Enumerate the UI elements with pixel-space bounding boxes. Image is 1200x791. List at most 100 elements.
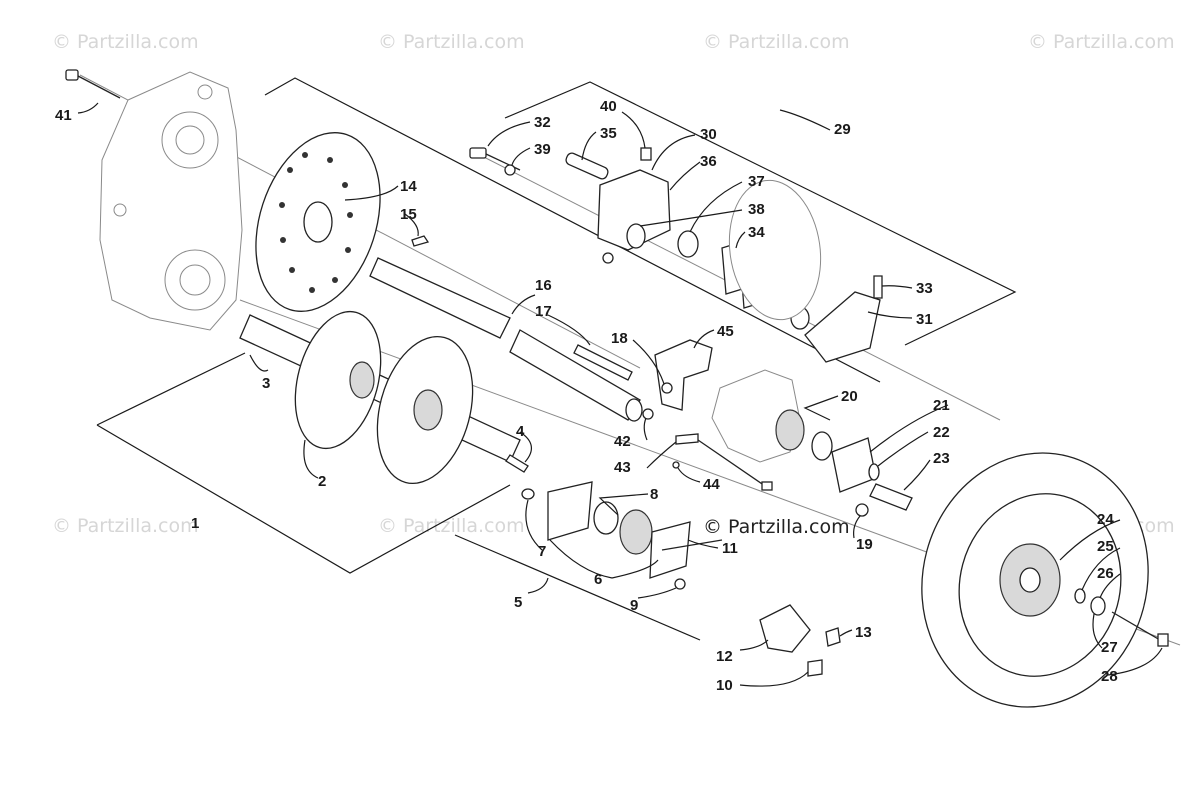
leader-22 (877, 431, 929, 467)
outline-driveshaft-left (96, 352, 246, 426)
leader-26 (1099, 573, 1121, 599)
leader-33 (881, 285, 913, 289)
outline-driveshaft-bottom (96, 424, 511, 574)
callout-29: 29 (834, 121, 851, 138)
bolt-7 (521, 488, 535, 500)
callout-20: 20 (841, 388, 858, 405)
disc-hole (327, 157, 333, 163)
bolt-41-head (65, 69, 79, 81)
callout-2: 2 (318, 473, 326, 490)
leader-36 (669, 161, 701, 191)
leader-4 (519, 431, 532, 463)
leader-31 (867, 311, 913, 319)
leader-25 (1081, 547, 1121, 591)
sprocket-hub-left (349, 361, 375, 399)
leader-24 (1059, 519, 1121, 561)
disc-hole (332, 277, 338, 283)
leader-28 (1107, 647, 1163, 676)
sprocket-left (294, 310, 382, 450)
bleeder-40 (640, 147, 652, 161)
callout-36: 36 (700, 153, 717, 170)
leader-38 (639, 209, 743, 227)
callout-18: 18 (611, 330, 628, 347)
disc-hole (345, 247, 351, 253)
leader-21 (869, 404, 949, 453)
callout-42: 42 (614, 433, 631, 450)
callout-40: 40 (600, 98, 617, 115)
driveshaft-assembly (239, 310, 521, 485)
callout-5: 5 (514, 594, 522, 611)
seal-38 (626, 223, 646, 249)
washer-26 (1090, 596, 1106, 616)
callout-38: 38 (748, 201, 765, 218)
nut-19 (855, 503, 869, 517)
callout-44: 44 (703, 476, 720, 493)
callout-10: 10 (716, 677, 733, 694)
sensor-43 (675, 433, 699, 445)
leader-5 (527, 577, 549, 594)
bearing-group-left (521, 481, 841, 677)
leader-7 (525, 499, 543, 551)
callout-16: 16 (535, 277, 552, 294)
watermark-mid-2: © Partzilla.com (378, 515, 525, 537)
driven-clutch-24 (921, 452, 1149, 708)
callout-8: 8 (650, 486, 658, 503)
group-outlines (96, 77, 1017, 641)
bolt-32 (469, 147, 487, 159)
callout-31: 31 (916, 311, 933, 328)
leader-27 (1092, 613, 1103, 649)
caliper-31 (804, 291, 881, 363)
washer-42 (642, 408, 654, 420)
callout-27: 27 (1101, 639, 1118, 656)
leader-42 (643, 417, 648, 441)
callout-7: 7 (538, 543, 546, 560)
bolt-28-head (1157, 633, 1169, 647)
leader-44 (677, 467, 701, 483)
flange-21 (831, 437, 877, 493)
outline-bearing-group (454, 534, 701, 641)
leader-10 (739, 671, 809, 687)
flange-6b (649, 521, 691, 579)
callout-21: 21 (933, 397, 950, 414)
leader-43 (646, 441, 677, 469)
bearing-20 (775, 409, 805, 451)
screw-44 (672, 461, 680, 469)
bearing-group-right (711, 369, 913, 517)
callout-37: 37 (748, 173, 765, 190)
leader-20 (803, 395, 839, 421)
key-15 (411, 235, 430, 247)
callout-34: 34 (748, 224, 765, 241)
leader-18 (632, 339, 665, 385)
callout-25: 25 (1097, 538, 1114, 555)
washer-22 (868, 463, 880, 481)
bolt-28-shank (1111, 611, 1161, 641)
bracket-group (642, 339, 773, 491)
callout-14: 14 (400, 178, 417, 195)
leader-39 (511, 147, 531, 166)
bleeder-33 (873, 275, 883, 299)
callout-19: 19 (856, 536, 873, 553)
watermark-top-1: © Partzilla.com (52, 31, 199, 53)
leader-29 (779, 109, 831, 131)
leader-40 (621, 111, 646, 149)
sensor-wire-44 (697, 439, 769, 489)
leader-6b (611, 559, 659, 579)
leader-45 (693, 329, 715, 349)
leader-30 (651, 134, 696, 171)
watermark-center: © Partzilla.com (703, 516, 850, 538)
spacer-23 (869, 483, 913, 511)
callout-39: 39 (534, 141, 551, 158)
jackshaft-16 (369, 257, 643, 422)
disc-hole (309, 287, 315, 293)
chaincase-housing (99, 71, 243, 331)
leader-19 (853, 515, 861, 539)
leader-9 (637, 587, 677, 599)
leader-3 (249, 354, 269, 372)
disc-hole (302, 152, 308, 158)
watermark-top-3: © Partzilla.com (703, 31, 850, 53)
cap-12 (759, 604, 811, 653)
callout-28: 28 (1101, 668, 1118, 685)
callout-32: 32 (534, 114, 551, 131)
disc-hole (279, 202, 285, 208)
disc-hole (280, 237, 286, 243)
